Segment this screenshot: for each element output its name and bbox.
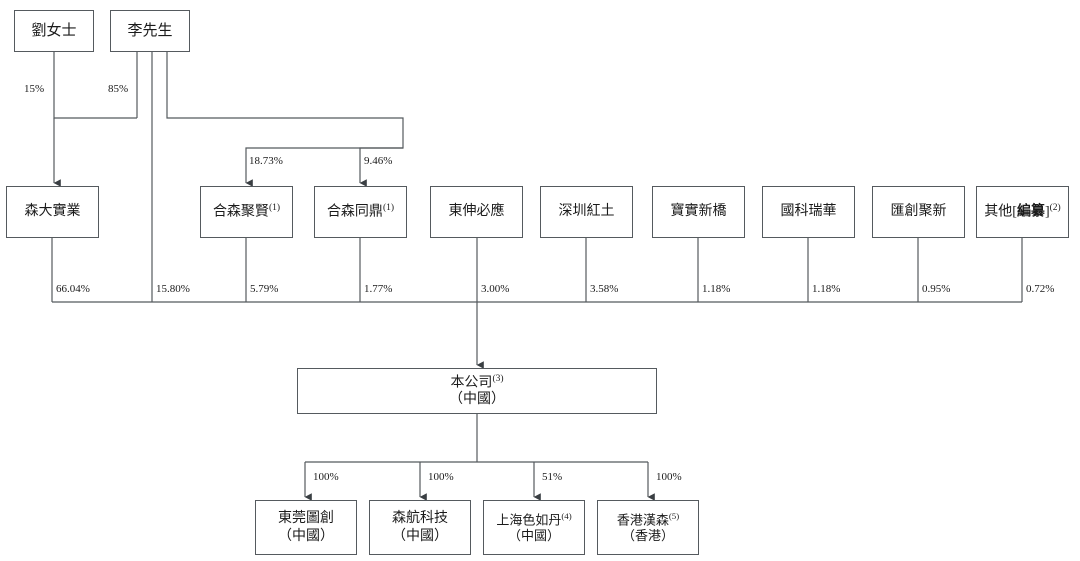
ownership-percent-hongkong-hansen: 100%	[656, 471, 682, 483]
subsidiary-hongkong-hansen[interactable]: 香港漢森(5)（香港）	[597, 500, 699, 555]
node-label: 李先生	[127, 22, 173, 39]
footnote-marker: (4)	[561, 510, 572, 521]
node-label: 森大實業	[24, 204, 81, 220]
node-label: 合森同鼎(1)	[326, 203, 395, 220]
node-label: 香港漢森(5)	[616, 510, 680, 528]
company-the-company[interactable]: 本公司(3)（中國）	[297, 368, 657, 414]
footnote-marker: (2)	[1049, 203, 1061, 214]
node-label: 其他[編纂](2)	[984, 203, 1061, 220]
ownership-percent-hesen-juxian: 5.79%	[250, 283, 279, 295]
ownership-percent-liu-to-senda: 15%	[24, 83, 45, 95]
node-label: 東莞圖創	[278, 511, 334, 527]
node-jurisdiction: （中國）	[278, 528, 334, 544]
shareholder-senda[interactable]: 森大實業	[6, 186, 99, 238]
footnote-marker: (3)	[492, 373, 504, 384]
node-jurisdiction: （中國）	[507, 528, 560, 544]
shareholder-dongshen-biying[interactable]: 東伸必應	[430, 186, 523, 238]
shareholder-hesen-juxian[interactable]: 合森聚賢(1)	[200, 186, 293, 238]
node-jurisdiction: （中國）	[392, 528, 448, 544]
node-label: 匯創聚新	[890, 204, 947, 220]
subsidiary-senhang-keji[interactable]: 森航科技（中國）	[369, 500, 471, 555]
node-label: 國科瑞華	[780, 204, 837, 220]
shareholder-shenzhen-hongtu[interactable]: 深圳紅土	[540, 186, 633, 238]
ownership-percent-li-to-hesentongding: 9.46%	[364, 155, 393, 167]
subsidiary-dongguan-tuchuang[interactable]: 東莞圖創（中國）	[255, 500, 357, 555]
ownership-percent-dongguan-tuchuang: 100%	[313, 471, 339, 483]
node-label: 合森聚賢(1)	[212, 203, 281, 220]
node-label: 寶實新橋	[670, 204, 727, 220]
shareholder-liu[interactable]: 劉女士	[14, 10, 94, 52]
ownership-percent-guoke-ruihua: 1.18%	[812, 283, 841, 295]
ownership-percent-li-direct: 15.80%	[156, 283, 190, 295]
subsidiary-shanghai-serudan[interactable]: 上海色如丹(4)（中國）	[483, 500, 585, 555]
shareholder-huichuang-juxin[interactable]: 匯創聚新	[872, 186, 965, 238]
ownership-percent-other: 0.72%	[1026, 283, 1055, 295]
ownership-percent-senhang-keji: 100%	[428, 471, 454, 483]
ownership-percent-huichuang-juxin: 0.95%	[922, 283, 951, 295]
ownership-percent-li-to-hesenjuxian: 18.73%	[249, 155, 283, 167]
node-label: 東伸必應	[448, 204, 505, 220]
shareholder-guoke-ruihua[interactable]: 國科瑞華	[762, 186, 855, 238]
ownership-percent-li-to-senda: 85%	[108, 83, 129, 95]
shareholder-baoshi-xinqiao[interactable]: 寶實新橋	[652, 186, 745, 238]
node-label: 深圳紅土	[558, 204, 615, 220]
shareholder-other[interactable]: 其他[編纂](2)	[976, 186, 1069, 238]
node-label: 上海色如丹(4)	[496, 510, 572, 528]
shareholder-hesen-tongding[interactable]: 合森同鼎(1)	[314, 186, 407, 238]
ownership-percent-baoshi-xinqiao: 1.18%	[702, 283, 731, 295]
ownership-percent-senda: 66.04%	[56, 283, 90, 295]
node-label: 本公司(3)	[450, 373, 504, 391]
ownership-percent-shanghai-serudan: 51%	[542, 471, 563, 483]
node-label: 森航科技	[392, 511, 448, 527]
node-jurisdiction: （中國）	[449, 392, 505, 408]
ownership-percent-dongshen-biying: 3.00%	[481, 283, 510, 295]
ownership-percent-hesen-tongding: 1.77%	[364, 283, 393, 295]
footnote-marker: (1)	[382, 203, 395, 214]
node-jurisdiction: （香港）	[621, 528, 674, 544]
ownership-percent-shenzhen-hongtu: 3.58%	[590, 283, 619, 295]
footnote-marker: (1)	[268, 203, 281, 214]
footnote-marker: (5)	[668, 510, 680, 521]
shareholder-li[interactable]: 李先生	[110, 10, 190, 52]
node-label: 劉女士	[31, 22, 77, 39]
